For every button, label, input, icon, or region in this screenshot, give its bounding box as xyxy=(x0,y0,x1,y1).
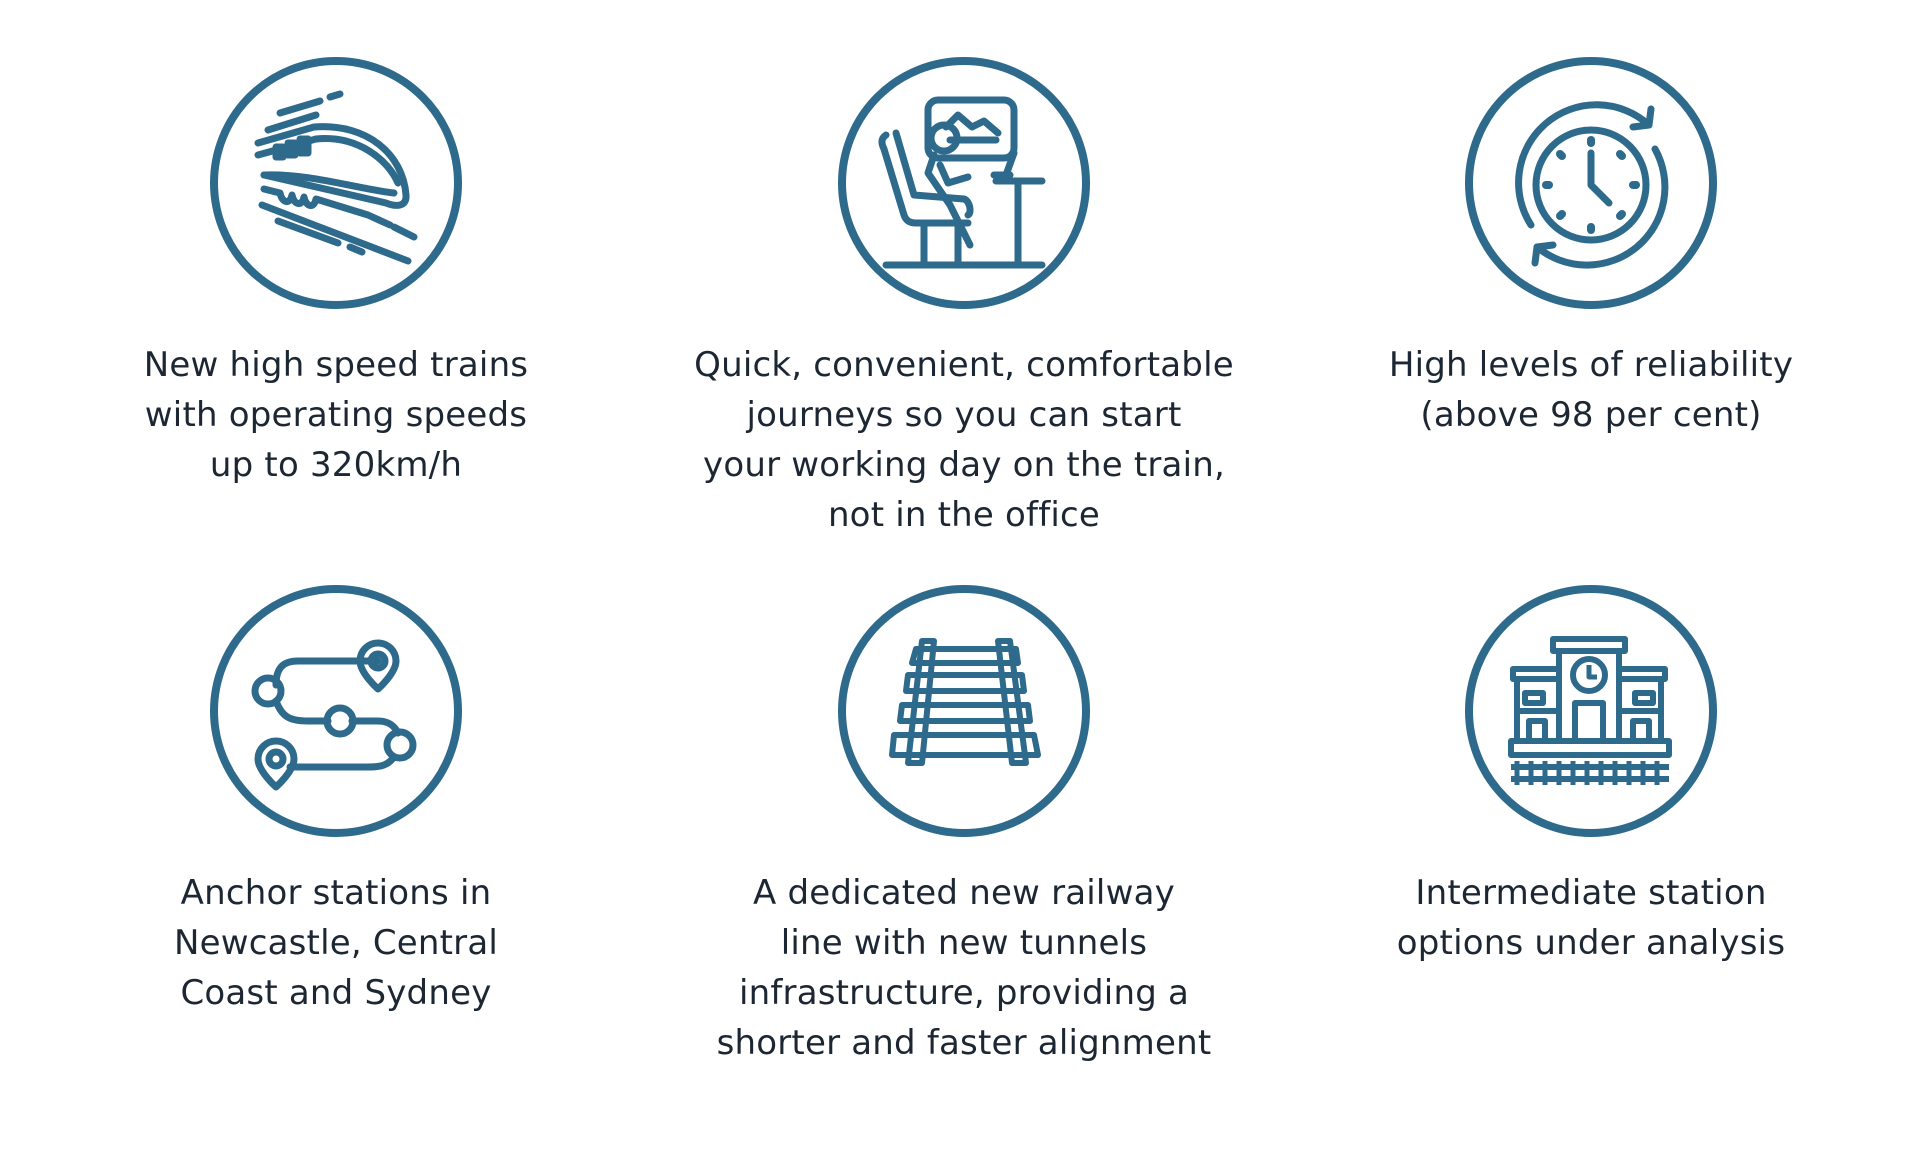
feature-caption: A dedicated new railway line with new tu… xyxy=(664,868,1264,1068)
caption-line: Anchor stations in xyxy=(180,873,492,913)
caption-line: A dedicated new railway xyxy=(753,873,1175,913)
feature-caption: Intermediate station options under analy… xyxy=(1291,868,1891,968)
caption-line: your working day on the train, xyxy=(703,445,1225,485)
caption-line: not in the office xyxy=(827,495,1101,535)
feature-caption: Anchor stations in Newcastle, Central Co… xyxy=(36,868,636,1018)
clock-reliability-icon xyxy=(1465,57,1717,309)
caption-line: line with new tunnels xyxy=(780,923,1148,963)
caption-line: Intermediate station xyxy=(1415,873,1767,913)
caption-line: High levels of reliability xyxy=(1388,345,1794,385)
route-stations-icon xyxy=(210,585,462,837)
railway-track-icon xyxy=(838,585,1090,837)
caption-line: (above 98 per cent) xyxy=(1420,395,1762,435)
station-building-icon xyxy=(1465,585,1717,837)
caption-line: options under analysis xyxy=(1396,923,1786,963)
caption-line: with operating speeds xyxy=(144,395,528,435)
feature-caption: Quick, convenient, comfortable journeys … xyxy=(664,340,1264,540)
caption-line: shorter and faster alignment xyxy=(716,1023,1212,1063)
caption-line: up to 320km/h xyxy=(209,445,463,485)
feature-caption: New high speed trains with operating spe… xyxy=(36,340,636,490)
caption-line: New high speed trains xyxy=(143,345,529,385)
caption-line: infrastructure, providing a xyxy=(738,973,1190,1013)
passenger-working-icon xyxy=(838,57,1090,309)
caption-line: Quick, convenient, comfortable xyxy=(694,345,1234,385)
caption-line: Newcastle, Central xyxy=(173,923,499,963)
caption-line: Coast and Sydney xyxy=(180,973,492,1013)
caption-line: journeys so you can start xyxy=(746,395,1182,435)
feature-caption: High levels of reliability (above 98 per… xyxy=(1291,340,1891,440)
high-speed-train-icon xyxy=(210,57,462,309)
